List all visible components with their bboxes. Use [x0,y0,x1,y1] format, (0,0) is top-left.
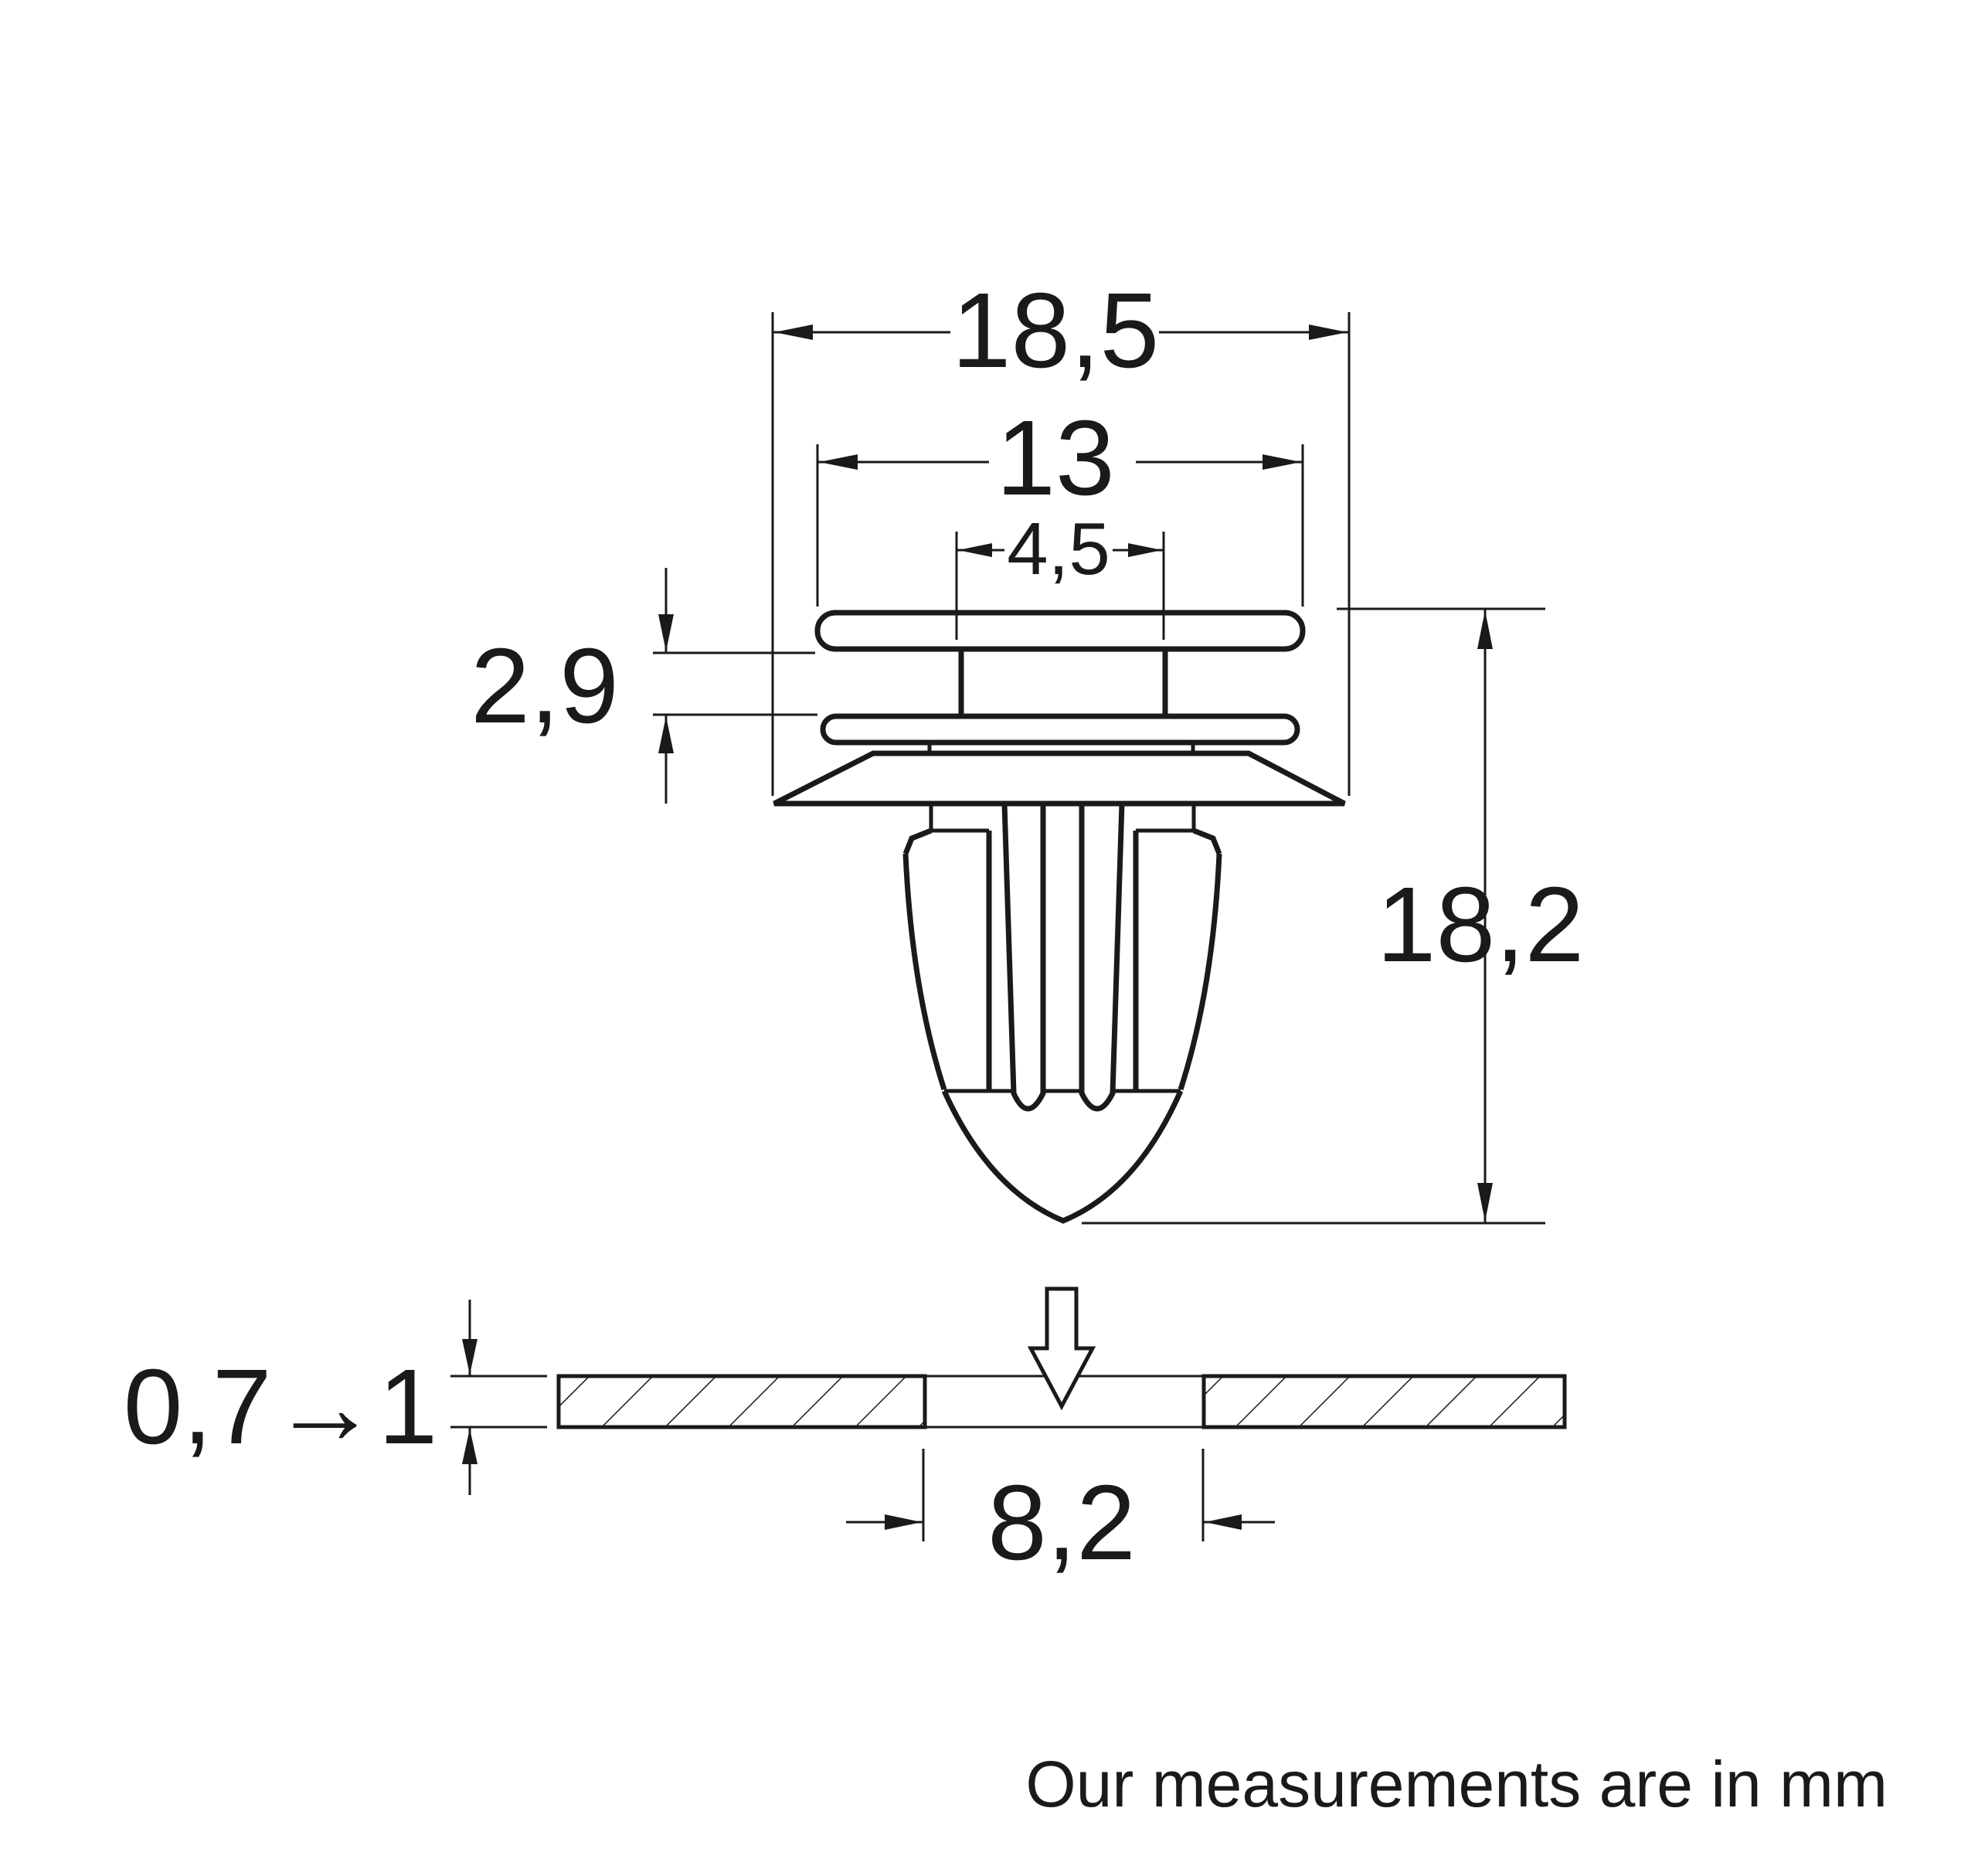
units-note: Our measurements are in mm [1025,1748,1888,1820]
slot-right [1079,803,1125,1112]
top-disc [814,610,1306,652]
leg-right-outer [1178,853,1222,1091]
second-disc [820,713,1300,746]
insertion-arrow-icon [1027,1286,1096,1411]
clip-body [773,610,1346,1224]
dim-gap-height: 2,9 [471,568,817,804]
dim-panel-thickness: 0,7→1 [124,1300,547,1495]
umbrella-cone [773,750,1346,807]
label-hole-diameter: 8,2 [987,1463,1136,1582]
label-panel-thickness: 0,7→1 [124,1348,438,1466]
label-gap-height: 2,9 [471,627,619,746]
label-stem-width: 4,5 [1007,508,1110,590]
label-overall-width: 18,5 [952,271,1160,390]
dim-flange-width: 13 [816,399,1304,607]
dim-overall-height: 18,2 [1082,607,1585,1225]
dim-stem-width: 4,5 [955,508,1165,640]
slot-left [1001,803,1046,1112]
label-overall-height: 18,2 [1377,865,1585,984]
clip-tip [941,1089,1184,1224]
panel-cross-section [556,1286,1567,1429]
dim-hole-diameter: 8,2 [846,1449,1275,1582]
panel-left [556,1374,927,1429]
label-flange-width: 13 [996,399,1115,518]
leg-left-outer [902,853,947,1091]
panel-right [1201,1374,1567,1429]
